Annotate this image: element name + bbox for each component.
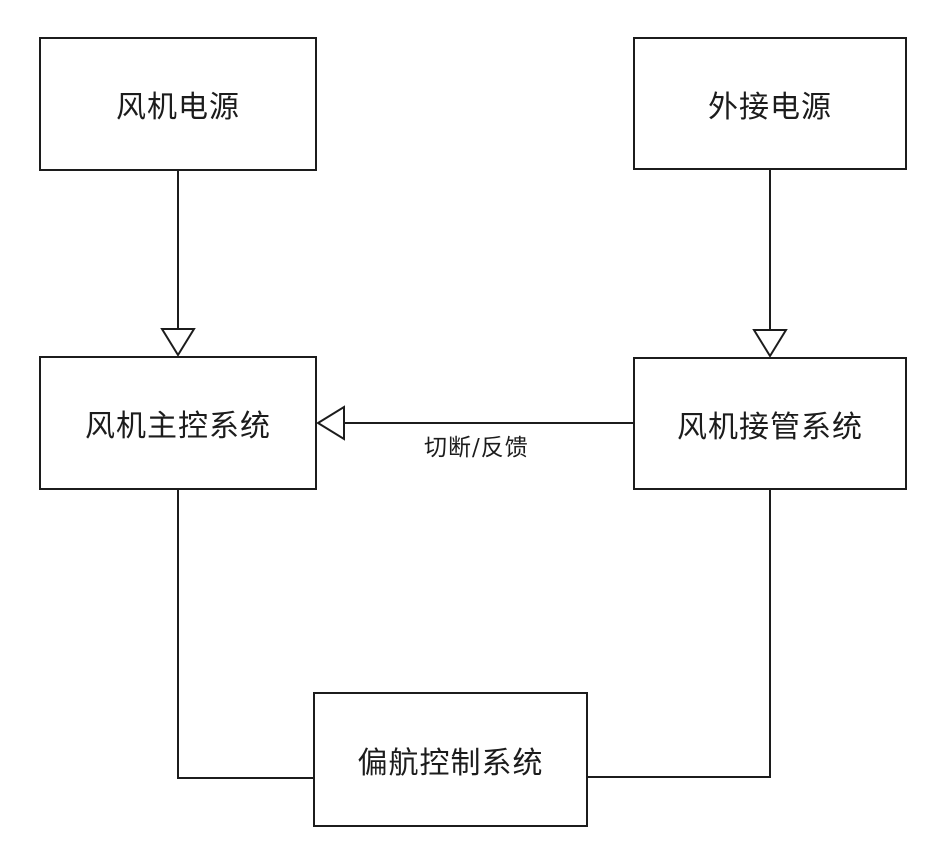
arrowhead-down-icon — [752, 329, 788, 358]
node-fan-main-control: 风机主控系统 — [39, 356, 317, 490]
edge-main-control-to-yaw — [177, 490, 313, 779]
node-yaw-control: 偏航控制系统 — [313, 692, 588, 827]
node-yaw-control-label: 偏航控制系统 — [357, 745, 544, 781]
node-fan-power: 风机电源 — [39, 37, 317, 171]
edge-takeover-to-yaw — [588, 490, 771, 778]
node-fan-takeover-label: 风机接管系统 — [677, 409, 863, 445]
node-fan-power-label: 风机电源 — [116, 90, 240, 125]
node-fan-takeover: 风机接管系统 — [633, 357, 907, 490]
node-fan-main-control-label: 风机主控系统 — [85, 409, 271, 444]
arrowhead-left-icon — [316, 405, 345, 441]
arrowhead-down-icon — [160, 328, 196, 357]
edge-label-cutoff-feedback: 切断/反馈 — [424, 435, 529, 461]
node-external-power-label: 外接电源 — [708, 89, 832, 125]
node-external-power: 外接电源 — [633, 37, 907, 170]
